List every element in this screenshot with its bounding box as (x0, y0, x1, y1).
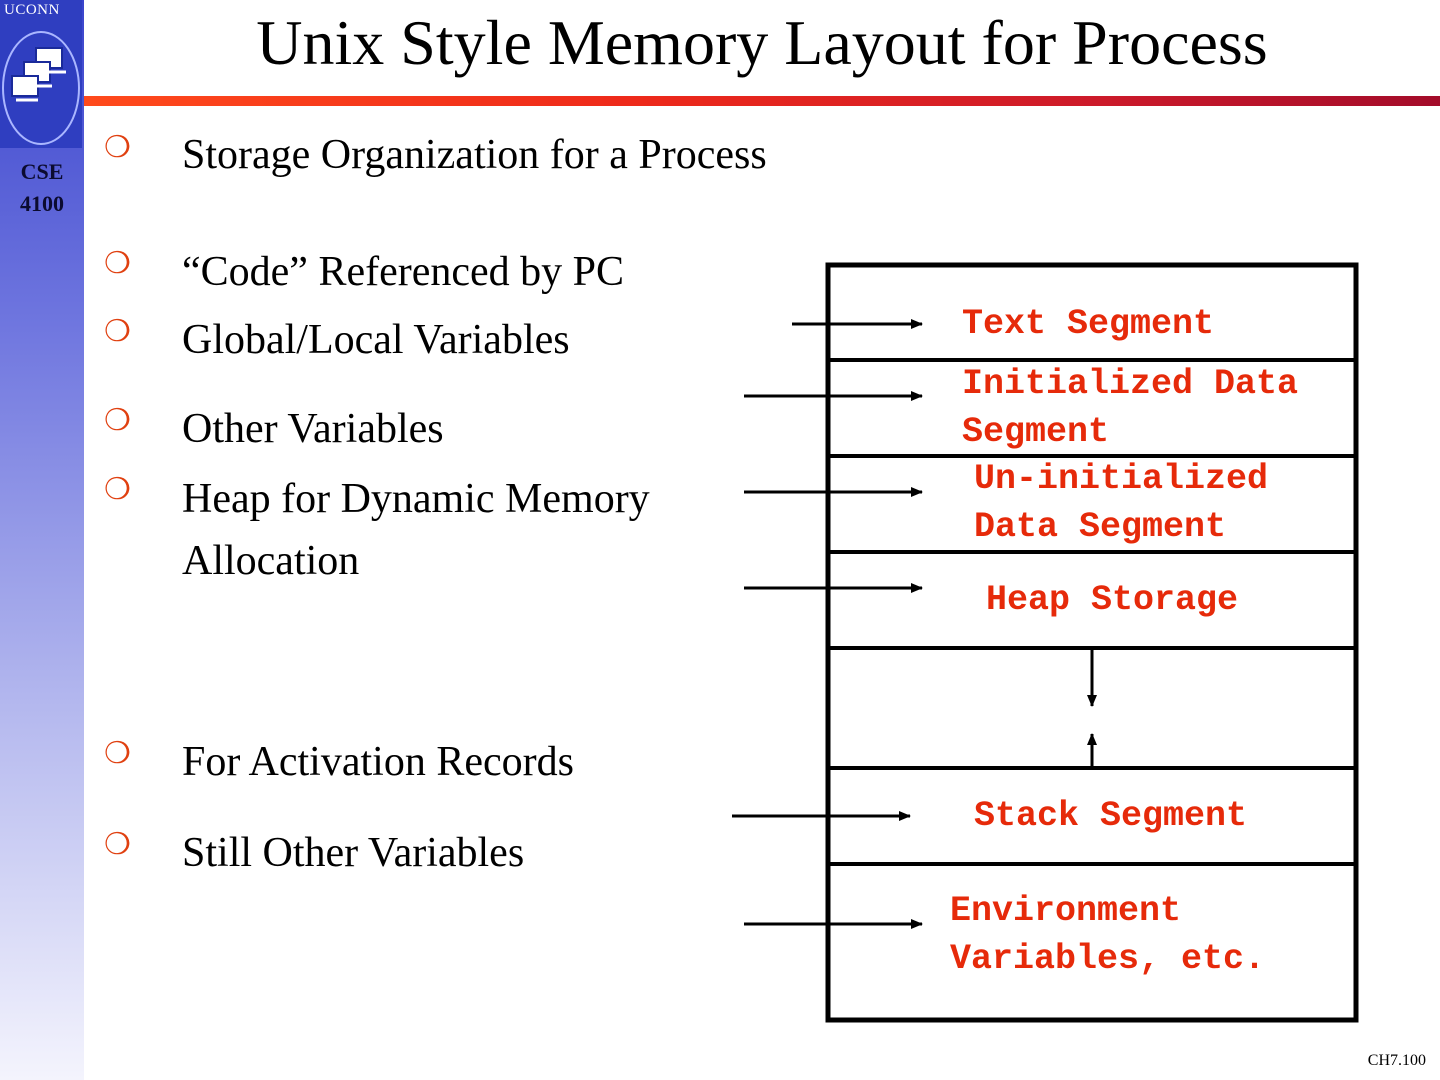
bullet-circle-icon: ❍ (104, 472, 131, 507)
bullet-circle-icon: ❍ (104, 403, 131, 438)
bullet-text: Still Other Variables (182, 830, 525, 876)
initialized-data-label: Initialized Data Segment (962, 360, 1298, 456)
memory-box (825, 262, 1359, 1023)
environment-variables-label: Environment Variables, etc. (950, 887, 1265, 983)
bullet-circle-icon: ❍ (104, 827, 131, 862)
environment-line-1: Environment (950, 891, 1182, 931)
course-line-1: CSE (20, 159, 64, 184)
course-number: CSE 4100 (0, 156, 84, 220)
sidebar: UCONN CSE 4100 (0, 0, 84, 1080)
logo-text: UCONN (4, 2, 60, 18)
bullet-text: Other Variables (182, 406, 444, 452)
department-logo: UCONN (0, 0, 82, 148)
bullet-text: Global/Local Variables (182, 317, 570, 363)
bullet-text: “Code” Referenced by PC (182, 249, 625, 295)
bullet-text: Heap for Dynamic Memory Allocation (182, 476, 650, 584)
bullet-text: Storage Organization for a Process (182, 132, 767, 178)
uninitialized-data-label: Un-initialized Data Segment (974, 455, 1268, 551)
page-number: CH7.100 (1367, 1052, 1426, 1069)
heap-storage-label: Heap Storage (986, 580, 1239, 620)
slide-title: Unix Style Memory Layout for Process (256, 7, 1268, 78)
initialized-line-2: Segment (962, 412, 1110, 452)
title-divider (84, 96, 1440, 106)
text-segment-label: Text Segment (962, 304, 1215, 344)
uninitialized-line-2: Data Segment (974, 507, 1227, 547)
bullet-circle-icon: ❍ (104, 130, 131, 165)
bullet-circle-icon: ❍ (104, 736, 131, 771)
bullet-circle-icon: ❍ (104, 314, 131, 349)
environment-line-2: Variables, etc. (950, 939, 1266, 979)
stack-segment-label: Stack Segment (974, 796, 1248, 836)
uninitialized-line-1: Un-initialized (974, 459, 1269, 499)
initialized-line-1: Initialized Data (962, 364, 1299, 404)
course-line-2: 4100 (20, 191, 64, 216)
bullet-text: For Activation Records (182, 739, 574, 785)
bullet-circle-icon: ❍ (104, 246, 131, 281)
network-computers-icon (2, 31, 80, 145)
